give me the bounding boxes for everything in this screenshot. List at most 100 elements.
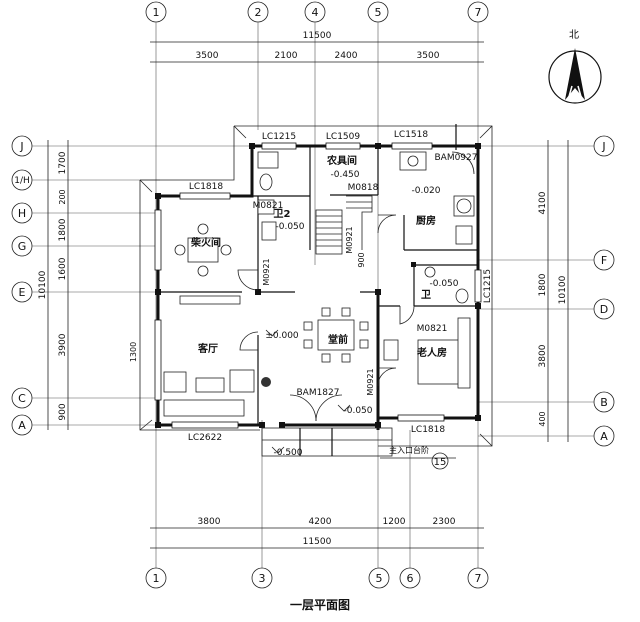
north-label: 北	[569, 29, 579, 41]
tag-m0921-c: M0921	[366, 368, 375, 395]
dimension-left: 10100 1700 200 1800 1600 3900 900	[38, 140, 69, 430]
top-axis-bubbles: 1 2 4 5 7	[145, 1, 489, 23]
tag-m0921-a: M0921	[345, 226, 354, 253]
axis-bottom-5: 5	[376, 572, 383, 585]
dim-bottom-1: 3800	[198, 517, 221, 527]
dim-left-overall: 10100	[38, 270, 48, 299]
dim-top-overall: 11500	[303, 31, 332, 41]
dim-top-1: 3500	[196, 51, 219, 61]
opening-tags: LC1215 LC1509 LC1518 BAM0927 LC1818 M082…	[129, 130, 493, 470]
tag-lc2622: LC2622	[188, 433, 222, 443]
columns	[155, 143, 481, 428]
dim-right-3: 3800	[538, 344, 548, 367]
tag-bam0927: BAM0927	[434, 153, 477, 163]
eaves-outline	[139, 125, 493, 447]
room-wc2: 卫2	[274, 208, 291, 220]
doors	[237, 124, 475, 422]
tag-lc1818-bottom: LC1818	[411, 425, 445, 435]
entrance-steps	[261, 427, 456, 459]
tag-lc1818-left: LC1818	[189, 182, 223, 192]
level-wc: -0.050	[429, 279, 458, 289]
axis-right-A: A	[600, 430, 608, 443]
axis-left-H: H	[18, 207, 26, 220]
room-farm-tools: 农具间	[326, 154, 357, 167]
dim-bottom-3: 1200	[383, 517, 406, 527]
tag-m0821-a: M0821	[253, 201, 284, 211]
right-axis-bubbles: J F D B A	[593, 135, 615, 447]
room-names: 农具间 柴火间 客厅 堂前 厨房 老人房 卫2 卫	[190, 154, 447, 359]
dimension-top: 11500 3500 2100 2400 3500	[150, 31, 484, 63]
level-wc2: -0.050	[275, 222, 304, 232]
axis-left-J: J	[19, 140, 23, 153]
north-arrow-icon	[565, 48, 585, 100]
axis-left-E: E	[19, 286, 26, 299]
tag-lc1215-right: LC1215	[483, 269, 493, 303]
dim-left-2: 200	[58, 189, 67, 204]
dim-left-1: 1700	[58, 151, 68, 174]
axis-top-1: 1	[153, 6, 160, 19]
dim-right-overall: 10100	[558, 275, 568, 304]
level-kitchen: -0.020	[411, 186, 440, 196]
level-marks: -0.450 -0.050 -0.020 -0.050 ±0.000 -0.05…	[265, 170, 458, 458]
room-firewood: 柴火间	[190, 236, 221, 249]
axis-bottom-3: 3	[259, 572, 266, 585]
sink-icon	[399, 151, 427, 171]
bed-icon	[417, 339, 461, 385]
room-elder: 老人房	[416, 346, 447, 359]
dim-top-2: 2100	[275, 51, 298, 61]
dim-bottom-2: 4200	[309, 517, 332, 527]
dim-left-4: 1600	[58, 257, 68, 280]
tag-m0921-b: M0921	[262, 258, 271, 285]
tag-stair-count: 15	[434, 457, 447, 468]
dimension-bottom: 3800 4200 1200 2300 11500	[150, 517, 484, 549]
tag-900: 900	[357, 252, 366, 267]
room-living: 客厅	[197, 342, 218, 355]
axis-right-F: F	[601, 254, 607, 267]
dining-table-icon	[317, 319, 355, 351]
axis-bottom-7: 7	[475, 572, 482, 585]
dim-left-5: 3900	[58, 333, 68, 356]
tag-lc1518: LC1518	[394, 130, 428, 140]
basin-icon	[257, 151, 279, 169]
tag-lc1215-top: LC1215	[262, 132, 296, 142]
axis-left-A: A	[18, 419, 26, 432]
axis-top-5: 5	[375, 6, 382, 19]
room-kitchen: 厨房	[416, 214, 436, 227]
tag-m0818: M0818	[348, 183, 379, 193]
level-hall: ±0.000	[265, 331, 299, 341]
axis-left-1H: 1/H	[14, 176, 30, 186]
stairs	[315, 195, 373, 255]
tag-m0821-b: M0821	[417, 324, 448, 334]
axis-right-D: D	[600, 303, 608, 316]
dim-left-6: 900	[58, 403, 68, 420]
dim-left-3: 1800	[58, 218, 68, 241]
sofa-icon	[163, 371, 187, 393]
axis-top-4: 4	[312, 6, 319, 19]
axis-top-7: 7	[475, 6, 482, 19]
dim-right-2: 1800	[538, 273, 548, 296]
room-hall: 堂前	[328, 333, 348, 346]
dim-top-3: 2400	[335, 51, 358, 61]
axis-top-2: 2	[255, 6, 262, 19]
north-arrow: 北	[548, 29, 602, 104]
dimension-right: 4100 1800 3800 400 10100	[538, 140, 569, 442]
left-axis-bubbles: J 1/H H G E C A	[11, 135, 33, 436]
level-outside: -0.500	[273, 448, 302, 458]
bottom-axis-bubbles: 1 3 5 6 7	[145, 567, 489, 589]
dim-right-1: 4100	[538, 191, 548, 214]
axis-bottom-1: 1	[153, 572, 160, 585]
table-icon	[187, 237, 219, 263]
axis-left-G: G	[18, 240, 27, 253]
axis-bottom-6: 6	[407, 572, 414, 585]
dim-bottom-4: 2300	[433, 517, 456, 527]
axis-right-J: J	[601, 140, 605, 153]
axis-right-B: B	[600, 396, 608, 409]
room-wc: 卫	[421, 289, 431, 301]
tag-lc1509: LC1509	[326, 132, 360, 142]
grid-lines	[32, 22, 594, 568]
dim-right-4: 400	[538, 411, 547, 426]
dim-bottom-overall: 11500	[303, 537, 332, 547]
tag-main-entrance: 主入口台阶	[389, 445, 429, 455]
tv-cabinet-icon	[179, 295, 241, 305]
